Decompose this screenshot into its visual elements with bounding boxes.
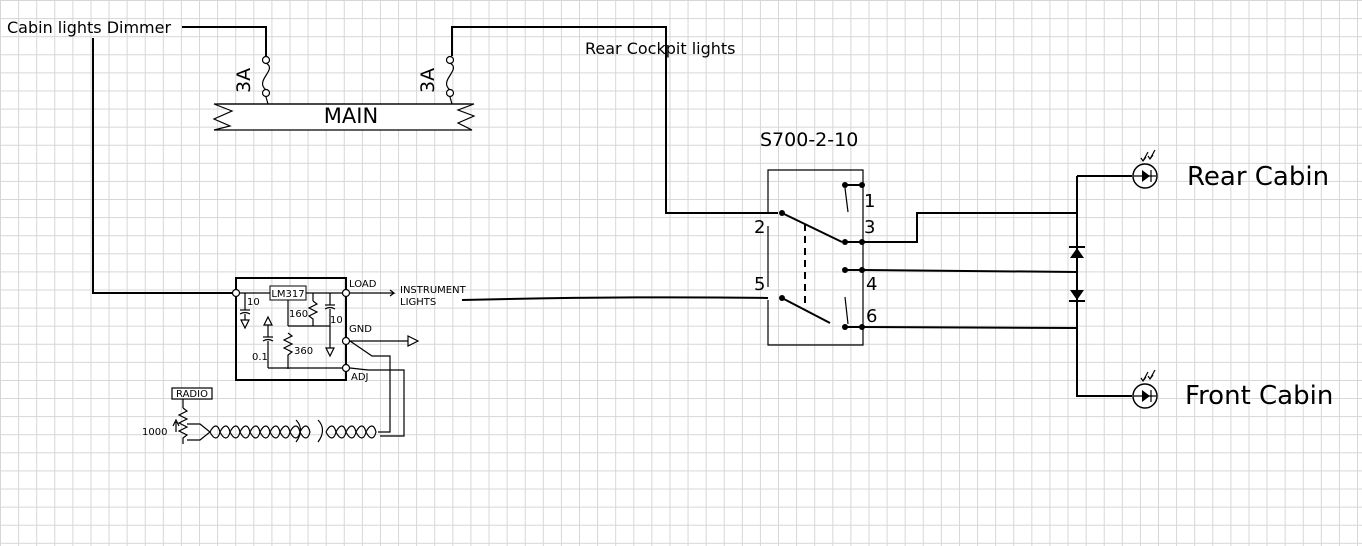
- wire-pin4-out: [861, 269, 1078, 273]
- pot-value-label: 1000: [142, 427, 167, 438]
- rear-cockpit-label: Rear Cockpit lights: [585, 39, 736, 58]
- cap-output-label: 10: [330, 315, 343, 326]
- wire-dimmer-feed: [92, 26, 267, 294]
- wire-pin3-out: [862, 212, 1077, 243]
- ic-lm317-label: LM317: [271, 289, 304, 300]
- cap-adj-label: 0.1: [252, 352, 268, 363]
- pin-1-label: 1: [864, 191, 875, 212]
- fuse-left-label: 3A: [233, 68, 255, 93]
- cap-input-label: 10: [247, 297, 260, 308]
- diode-lower: [1069, 290, 1085, 302]
- wire-rear-cockpit-feed: [451, 26, 778, 214]
- radio-label: RADIO: [176, 389, 208, 400]
- main-bus-bar: [212, 103, 476, 131]
- switch-part-label: S700-2-10: [760, 129, 858, 151]
- pin-3-label: 3: [864, 217, 875, 238]
- pin-load-label: LOAD: [349, 279, 377, 290]
- led-front-cabin-icon: [1132, 369, 1158, 409]
- fuse-left: [261, 55, 271, 105]
- wire-twisted-pair: [349, 340, 405, 437]
- pin-6-label: 6: [866, 306, 877, 327]
- pin-gnd-label: GND: [349, 324, 372, 335]
- wire-front-bus: [1076, 305, 1132, 397]
- instrument-label-1: INSTRUMENT: [400, 285, 467, 296]
- diode-upper: [1069, 246, 1085, 258]
- led-rear-cabin-icon: [1132, 149, 1158, 189]
- fuse-right-label: 3A: [417, 68, 439, 93]
- regulator-module: LM317 10 10 160 360 0.1: [231, 277, 351, 381]
- twisted-pair-coil: [209, 419, 377, 443]
- cabin-dimmer-label: Cabin lights Dimmer: [7, 18, 171, 37]
- wire-rear-bus: [1076, 175, 1132, 235]
- wire-instrument-to-switch: [461, 296, 769, 301]
- pin-4-label: 4: [866, 274, 877, 295]
- wire-pin6-out: [861, 326, 1078, 329]
- radio-potentiometer: RADIO 1000: [142, 387, 213, 444]
- switch-s700: [767, 169, 865, 346]
- resistor-r1-label: 160: [289, 309, 308, 320]
- pin-5-label: 5: [754, 274, 765, 295]
- rear-cabin-label: Rear Cabin: [1187, 162, 1329, 192]
- fuse-right: [445, 55, 455, 105]
- pin-2-label: 2: [754, 217, 765, 238]
- wire-load-out: [350, 289, 396, 297]
- wire-gnd-out: [350, 335, 420, 347]
- pin-adj-label: ADJ: [351, 372, 369, 383]
- resistor-r2-label: 360: [294, 346, 313, 357]
- front-cabin-label: Front Cabin: [1185, 381, 1333, 411]
- main-bus-label: MAIN: [324, 104, 378, 128]
- instrument-label-2: LIGHTS: [400, 297, 436, 308]
